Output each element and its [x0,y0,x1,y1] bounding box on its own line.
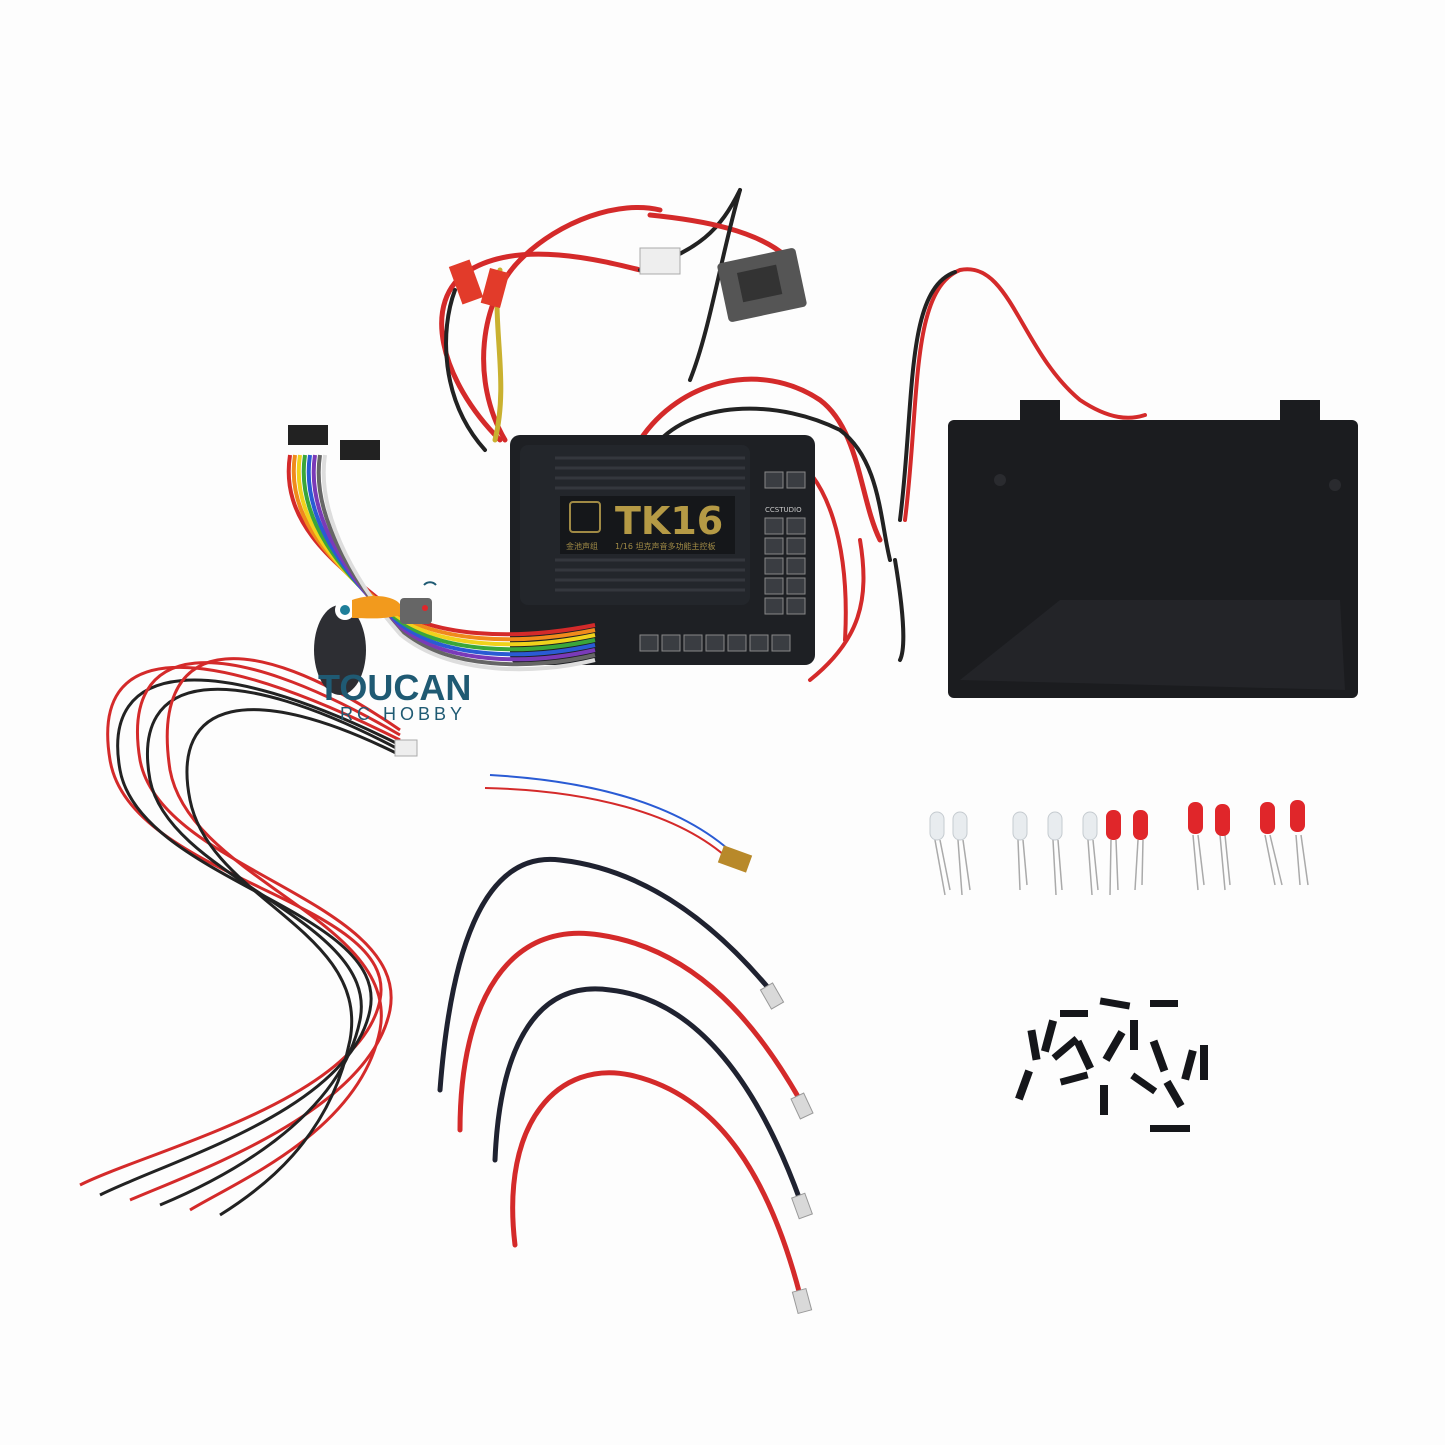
pin-headers [639,471,806,652]
top-wire-harness [439,188,1147,682]
board-model: TK16 [615,499,723,543]
red-connector [448,259,484,305]
watermark-line2: RC HOBBY [340,704,466,724]
board-brand: 金池声组 [566,541,598,551]
board-subtitle: 1/16 坦克声音多功能主控板 [615,541,716,551]
watermark-line1: TOUCAN [318,667,471,708]
battery-box [948,400,1358,698]
white-connector [639,247,681,275]
red-connector [480,268,510,308]
toucan-watermark: TOUCAN RC HOBBY [314,581,471,724]
ribbon-connector [340,440,380,460]
loose-wires [437,856,803,1298]
signal-icon [423,581,437,586]
tk16-control-board: TK16 金池声组 1/16 坦克声音多功能主控板 CCSTUDIO [510,435,815,665]
switch-toggle [736,264,783,303]
wire-connector [394,739,418,757]
brand-logo-icon [569,501,601,533]
wire-terminals [759,982,814,1315]
led-set [929,800,1309,896]
remote-control-icon [400,598,432,624]
toucan-icon [314,605,366,695]
red-wire [484,787,736,866]
blue-wire [489,774,741,861]
laser-module [717,845,753,873]
heat-shrink-tubes [1015,997,1208,1132]
ribbon-connector [288,425,328,445]
led-wire-bundle [79,657,401,1217]
board-port-label: CCSTUDIO [765,506,802,514]
